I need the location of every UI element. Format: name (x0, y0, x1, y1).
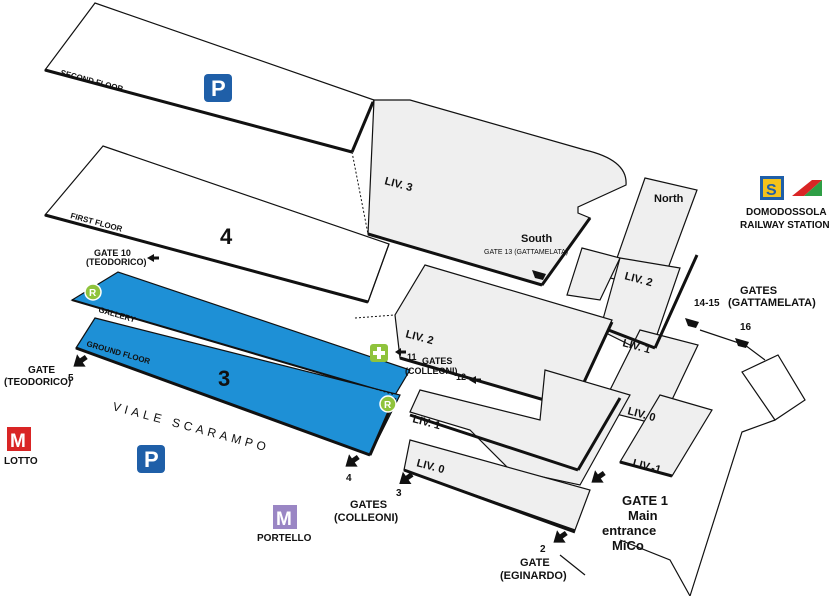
south-label: South (521, 233, 552, 245)
parking-icon-bottom: P (137, 445, 165, 473)
gate12-number: 12 (456, 372, 466, 382)
pavilion-4-number: 4 (220, 224, 233, 249)
gate13-arrow-icon (532, 270, 546, 280)
gate1415-arrow-icon (685, 318, 699, 328)
svg-text:R: R (89, 288, 97, 299)
restaurant-icon-gallery: R (84, 283, 102, 301)
gate3-arrow-icon (399, 471, 414, 485)
metro-portello-icon: M (273, 505, 297, 530)
gate3-number: 3 (396, 488, 402, 499)
gate12-arrow-icon (469, 376, 481, 384)
gate10-arrow-icon (147, 254, 159, 262)
gate5-name: (TEODORICO) (4, 377, 71, 388)
station-line1: DOMODOSSOLA (746, 207, 827, 218)
gatt-name: (GATTAMELATA) (728, 297, 816, 309)
first-aid-icon (370, 344, 388, 362)
ground-floor (75, 317, 401, 457)
lotto-label: LOTTO (4, 456, 38, 467)
gate2-arrow-icon (553, 530, 568, 543)
gate5-word: GATE (28, 365, 55, 376)
first-floor-slab (43, 145, 390, 304)
gate2-name: (EGINARDO) (500, 570, 567, 582)
gate2-number: 2 (540, 544, 546, 555)
svg-text:P: P (211, 76, 226, 101)
gates-colleoni-label: GATES (422, 356, 452, 366)
gate10-name: (TEODORICO) (86, 257, 147, 267)
gates-colleoni-name: (COLLEONI) (405, 366, 458, 376)
gate1415-number: 14-15 (694, 298, 720, 309)
pavilion-3-number: 3 (218, 366, 230, 391)
gate13-label: GATE 13 (GATTAMELATA) (484, 249, 568, 256)
gate2-word: GATE (520, 557, 550, 569)
gatt-word: GATES (740, 285, 777, 297)
gate16-number: 16 (740, 322, 752, 333)
gate11-number: 11 (407, 352, 417, 362)
station-line2: RAILWAY STATION (740, 220, 830, 231)
gate16-arrow-icon (735, 338, 749, 348)
svg-text:P: P (144, 447, 159, 472)
gate1-arrow-icon (591, 470, 606, 483)
portello-label: PORTELLO (257, 533, 312, 544)
gates-bottom-word: GATES (350, 499, 387, 511)
gate5-number: 5 (68, 373, 74, 384)
gates-bottom-name: (COLLEONI) (334, 512, 398, 524)
gate5-arrow-icon (73, 354, 88, 367)
gate11-arrow-icon (395, 348, 406, 356)
railway-s-icon: S (760, 176, 784, 200)
north-building (566, 177, 713, 478)
liv3-building (351, 99, 627, 287)
liv0-building (403, 439, 591, 534)
svg-text:R: R (384, 400, 392, 411)
trenord-logo-icon (790, 176, 822, 200)
svg-text:M: M (276, 509, 292, 530)
gate4-number: 4 (346, 473, 352, 484)
liv1-building (409, 369, 631, 486)
parking-icon-top: P (204, 74, 232, 102)
gate1-line2: Main (628, 508, 658, 523)
gate10-number: GATE 10 (94, 248, 131, 258)
north-label: North (654, 193, 684, 205)
gate4-arrow-icon (345, 454, 360, 467)
restaurant-icon-ground: R (379, 395, 397, 413)
svg-text:M: M (10, 431, 26, 452)
gate1-line3: entrance (602, 523, 656, 538)
gate1-line4: MiCo (612, 538, 644, 553)
svg-text:S: S (766, 182, 777, 199)
metro-lotto-icon: M (7, 427, 31, 452)
gate1-line1: GATE 1 (622, 493, 668, 508)
